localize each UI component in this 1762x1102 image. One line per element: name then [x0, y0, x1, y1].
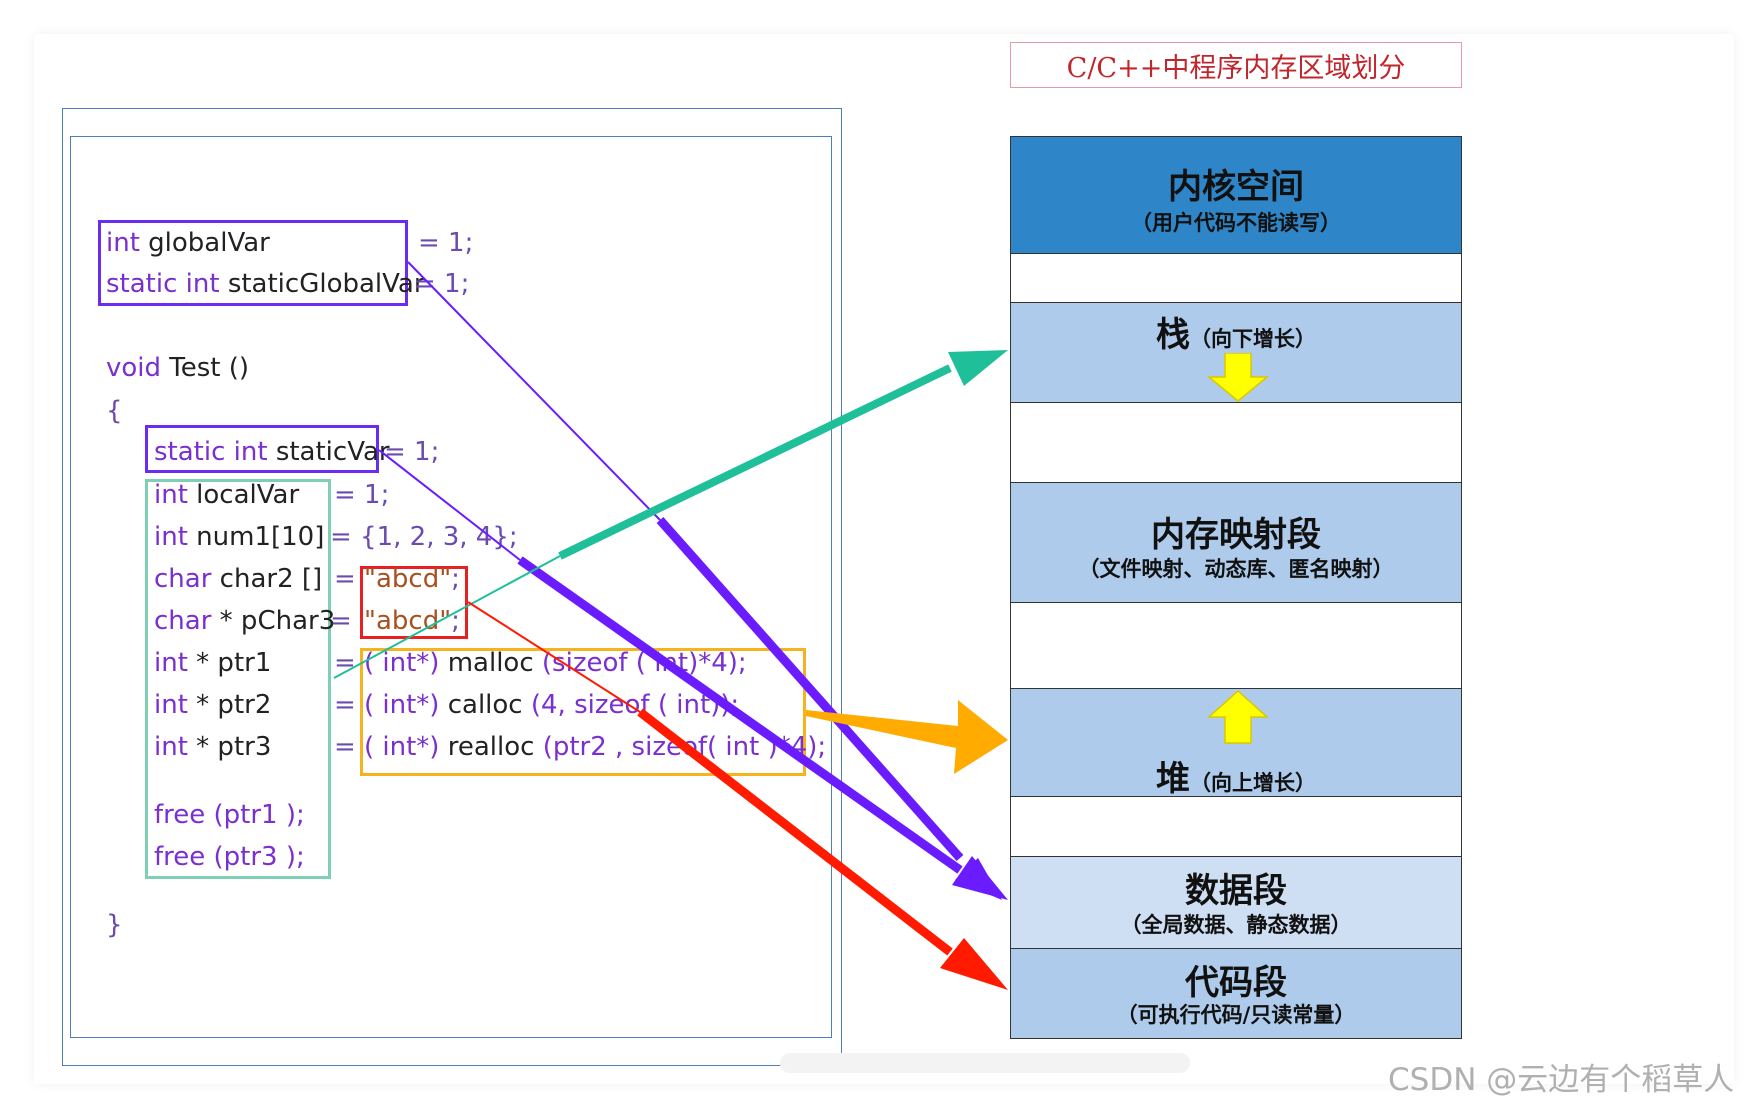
- keyword: char: [154, 564, 212, 594]
- gap-segment: [1010, 253, 1462, 302]
- keyword: char: [154, 606, 212, 636]
- code-close-brace: }: [106, 910, 123, 940]
- semicolon: ;: [451, 564, 460, 594]
- function-name: realloc: [447, 732, 535, 762]
- code-eq-ptr3: =: [334, 732, 356, 762]
- code-line-free-ptr3: free (ptr3 );: [154, 842, 305, 872]
- segment-title: 代码段: [1185, 963, 1287, 1003]
- keyword: int: [154, 480, 188, 510]
- static-var-box: [145, 425, 379, 473]
- cast: ( int*): [364, 690, 440, 720]
- code-assign-local-var: = 1;: [334, 480, 390, 510]
- watermark: CSDN @云边有个稻草人: [1388, 1062, 1735, 1098]
- arguments: (sizeof ( int)*4);: [541, 648, 747, 678]
- stack-segment: 栈（向下增长）: [1010, 302, 1462, 402]
- code-eq-ptr1: =: [334, 648, 356, 678]
- code-assign-num1: = {1, 2, 3, 4};: [330, 522, 518, 552]
- code-assign-static-global-var: = 1;: [414, 269, 470, 299]
- heap-subtitle: （向上增长）: [1190, 771, 1316, 795]
- global-vars-box: [98, 220, 408, 306]
- code-line-pchar3: char * pChar3: [154, 604, 335, 638]
- cast: ( int*): [364, 648, 440, 678]
- data-segment: 数据段 （全局数据、静态数据）: [1010, 856, 1462, 948]
- segment-title: 内存映射段: [1151, 515, 1321, 555]
- code-open-brace: {: [106, 396, 123, 426]
- segment-title: 数据段: [1185, 871, 1287, 911]
- gap-segment: [1010, 402, 1462, 482]
- code-line-static-global-var: static int staticGlobalVar: [106, 267, 425, 301]
- stack-title: 栈: [1156, 315, 1190, 355]
- keyword: int: [154, 522, 188, 552]
- heap-title: 堆: [1156, 759, 1190, 799]
- code-line-free-ptr1: free (ptr1 );: [154, 800, 305, 830]
- identifier: localVar: [196, 480, 300, 510]
- keyword: void: [106, 353, 162, 383]
- arguments: (4, sizeof ( int));: [530, 690, 740, 720]
- string-literal: "abcd": [364, 564, 452, 594]
- identifier: Test (): [169, 353, 250, 383]
- identifier: * ptr1: [196, 648, 272, 678]
- code-eq-pchar3: =: [330, 606, 352, 636]
- code-line-function-decl: void Test (): [106, 351, 249, 385]
- code-line-static-var: static int staticVar: [154, 435, 390, 469]
- memory-layout-title: C/C++中程序内存区域划分: [1010, 42, 1462, 88]
- identifier: * ptr2: [196, 690, 272, 720]
- code-segment: 代码段 （可执行代码/只读常量）: [1010, 948, 1462, 1039]
- string-literal: "abcd": [364, 606, 452, 636]
- segment-subtitle: （文件映射、动态库、匿名映射）: [1078, 557, 1394, 581]
- code-line-ptr3: int * ptr3: [154, 730, 271, 764]
- code-assign-static-var: = 1;: [384, 437, 440, 467]
- heap-segment: 堆（向上增长）: [1010, 688, 1462, 799]
- gap-segment: [1010, 602, 1462, 688]
- identifier: char2 []: [219, 564, 323, 594]
- identifier: staticVar: [275, 437, 390, 467]
- keyword: static int: [154, 437, 268, 467]
- identifier: globalVar: [148, 228, 270, 258]
- code-assign-global-var: = 1;: [418, 228, 474, 258]
- segment-title: 堆（向上增长）: [1011, 751, 1461, 800]
- scroll-indicator: [780, 1053, 1190, 1073]
- segment-title: 栈（向下增长）: [1011, 307, 1461, 356]
- keyword: static int: [106, 269, 220, 299]
- code-value-ptr2: ( int*) calloc (4, sizeof ( int));: [364, 688, 739, 722]
- identifier: num1[10]: [196, 522, 325, 552]
- code-value-char2: "abcd";: [364, 562, 460, 596]
- identifier: staticGlobalVar: [227, 269, 425, 299]
- code-eq-ptr2: =: [334, 690, 356, 720]
- segment-subtitle: （可执行代码/只读常量）: [1116, 1003, 1356, 1027]
- gap-segment: [1010, 796, 1462, 856]
- function-name: malloc: [447, 648, 534, 678]
- code-line-local-var: int localVar: [154, 478, 299, 512]
- stack-subtitle: （向下增长）: [1190, 327, 1316, 351]
- code-value-ptr1: ( int*) malloc (sizeof ( int)*4);: [364, 646, 747, 680]
- memory-mapping-segment: 内存映射段 （文件映射、动态库、匿名映射）: [1010, 482, 1462, 602]
- code-line-ptr2: int * ptr2: [154, 688, 271, 722]
- identifier: * pChar3: [219, 606, 336, 636]
- segment-title: 内核空间: [1168, 167, 1304, 207]
- code-line-global-var: int globalVar: [106, 226, 270, 260]
- semicolon: ;: [451, 606, 460, 636]
- code-line-ptr1: int * ptr1: [154, 646, 271, 680]
- code-line-num1: int num1[10]: [154, 520, 324, 554]
- kernel-space-segment: 内核空间 （用户代码不能读写）: [1010, 136, 1462, 253]
- code-eq-char2: =: [334, 564, 356, 594]
- cast: ( int*): [364, 732, 440, 762]
- arguments: (ptr2 , sizeof( int )*4);: [542, 732, 827, 762]
- keyword: int: [154, 732, 188, 762]
- segment-subtitle: （全局数据、静态数据）: [1120, 913, 1352, 937]
- code-value-ptr3: ( int*) realloc (ptr2 , sizeof( int )*4)…: [364, 730, 826, 764]
- segment-subtitle: （用户代码不能读写）: [1131, 211, 1341, 235]
- up-arrow-icon: [1207, 689, 1269, 744]
- identifier: * ptr3: [196, 732, 272, 762]
- function-name: calloc: [447, 690, 523, 720]
- code-line-char2: char char2 []: [154, 562, 322, 596]
- keyword: int: [154, 690, 188, 720]
- code-value-pchar3: "abcd";: [364, 604, 460, 638]
- keyword: int: [154, 648, 188, 678]
- local-vars-box: [145, 479, 331, 879]
- keyword: int: [106, 228, 140, 258]
- down-arrow-icon: [1207, 353, 1269, 402]
